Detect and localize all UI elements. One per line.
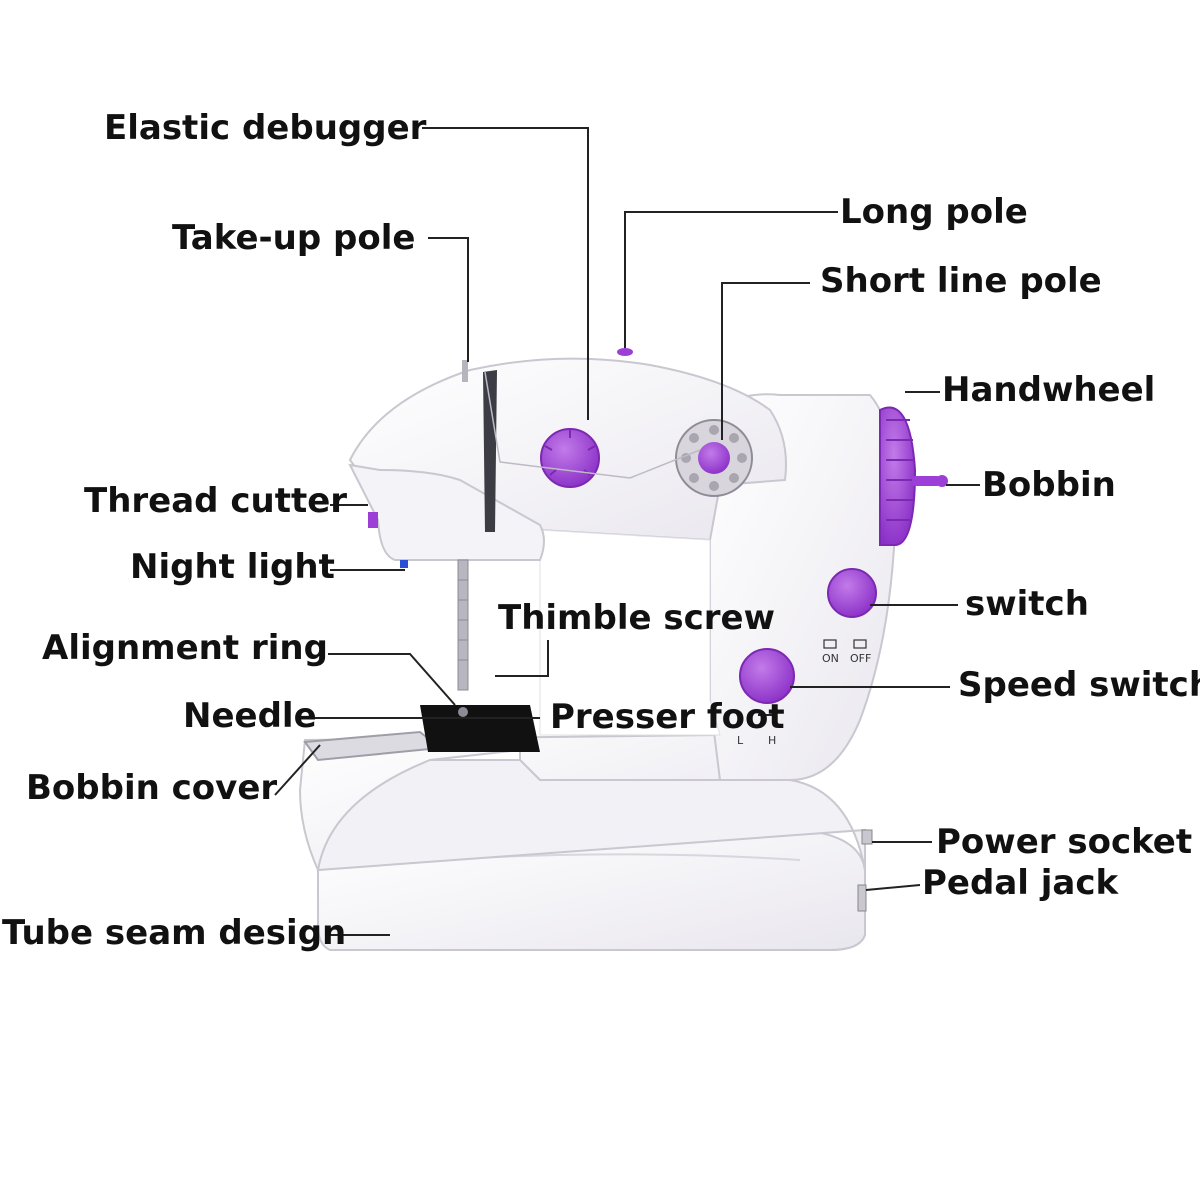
label-power-socket: Power socket — [936, 822, 1193, 862]
label-bobbin-cover: Bobbin cover — [26, 768, 278, 808]
label-thimble-screw: Thimble screw — [498, 598, 775, 638]
high-mark: H — [768, 734, 776, 747]
presser-foot-part — [420, 705, 540, 752]
take-up-lever — [483, 370, 497, 532]
spool-center — [698, 442, 730, 474]
bobbin-winder-pin — [912, 476, 940, 486]
label-long-pole: Long pole — [840, 192, 1028, 232]
needle-tip — [458, 707, 468, 717]
handwheel-part — [879, 406, 917, 546]
label-alignment-ring: Alignment ring — [42, 628, 328, 668]
label-night-light: Night light — [130, 547, 335, 587]
long-pole-pin — [617, 348, 633, 356]
thread-cutter-part — [368, 512, 378, 528]
on-mark: ON — [822, 652, 839, 665]
label-bobbin: Bobbin — [982, 465, 1116, 505]
label-needle: Needle — [183, 696, 317, 736]
label-thread-cutter: Thread cutter — [84, 481, 348, 521]
label-take-up-pole: Take-up pole — [172, 218, 416, 258]
speed-switch-button — [739, 648, 795, 704]
thread-path — [484, 371, 701, 479]
label-tube-seam-design: Tube seam design — [2, 913, 347, 953]
arm-front-face — [539, 529, 721, 736]
label-pedal-jack: Pedal jack — [922, 863, 1119, 903]
label-speed-switch: Speed switch — [958, 665, 1200, 705]
label-handwheel: Handwheel — [942, 370, 1156, 410]
handwheel-ridges — [886, 419, 914, 521]
off-mark: OFF — [850, 652, 871, 665]
bed-front — [316, 759, 866, 872]
label-presser-foot: Presser foot — [550, 697, 785, 737]
power-switch-button — [827, 568, 877, 618]
leader-lines — [274, 127, 980, 936]
take-up-pole-part — [462, 360, 468, 382]
needle-bar — [457, 559, 469, 691]
spool-holes — [681, 425, 747, 491]
label-short-line-pole: Short line pole — [820, 261, 1102, 301]
jack-port — [857, 884, 867, 912]
night-light-part — [400, 560, 408, 568]
label-switch: switch — [965, 584, 1089, 624]
low-mark: L — [737, 734, 744, 747]
machine-head — [348, 463, 545, 561]
switch-marks: ON OFF L H — [737, 639, 871, 747]
socket-port — [861, 829, 873, 845]
label-elastic-debugger: Elastic debugger — [104, 108, 427, 148]
